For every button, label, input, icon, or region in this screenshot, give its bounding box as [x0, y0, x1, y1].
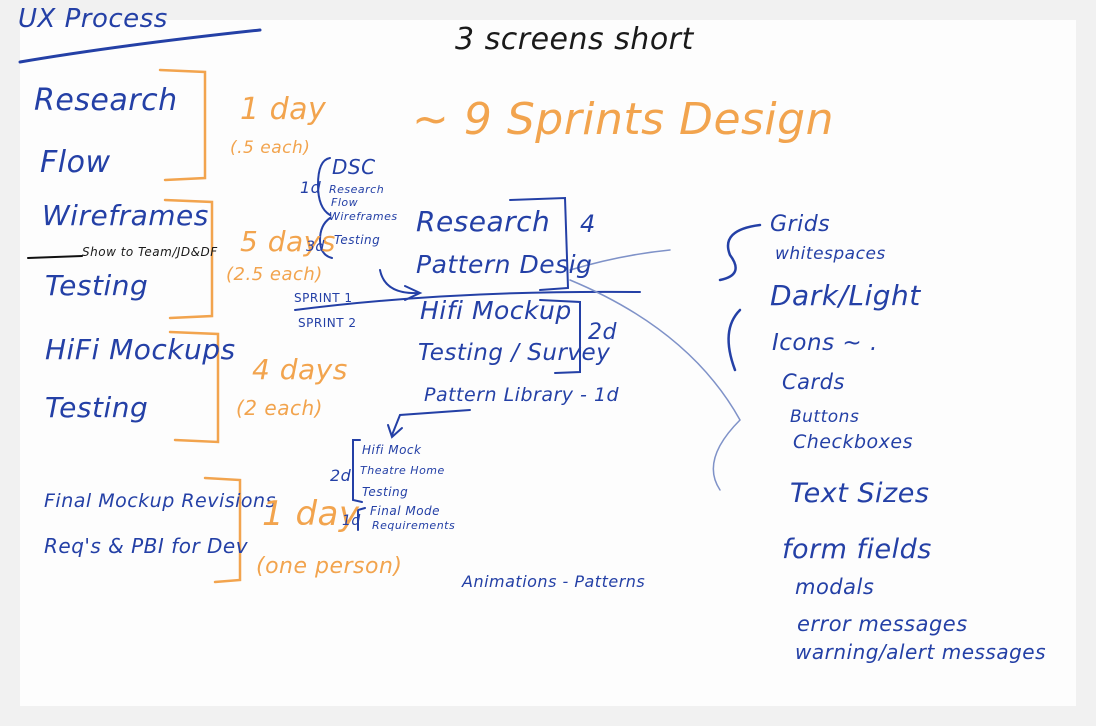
dsc-label: DSC [332, 155, 376, 179]
component-item: Cards [782, 370, 845, 394]
dsc-item: Research [329, 183, 385, 196]
phase-item: Testing [45, 269, 149, 302]
component-item: Icons ~ . [772, 330, 878, 356]
bracket-phase-2 [163, 198, 214, 320]
arrow-to-sub [387, 409, 471, 439]
sprint-item: Testing / Survey [418, 340, 611, 366]
sprint-days: 2d [588, 320, 617, 345]
phase-duration: 4 days [252, 353, 348, 386]
component-item: whitespaces [775, 244, 886, 264]
brace-components-2 [727, 308, 742, 372]
sub-item: Hifi Mock [362, 443, 422, 457]
bracket-sub-2d [352, 439, 363, 503]
bracket-hifi [539, 299, 581, 374]
component-item: Dark/Light [770, 279, 921, 312]
arrow-to-hifi [379, 269, 423, 301]
component-item: form fields [782, 534, 932, 565]
animations-note: Animations - Patterns [462, 572, 646, 591]
bracket-sub-1d [357, 507, 366, 531]
sprint-days: 4 [580, 210, 596, 238]
phase-detail: (one person) [256, 554, 403, 579]
bracket-phase-3 [168, 330, 220, 444]
whiteboard [20, 20, 1076, 706]
component-item: error messages [797, 612, 968, 636]
dsc-item: Testing [334, 233, 381, 247]
sprint-item: Pattern Desig [416, 250, 593, 279]
phase-item: HiFi Mockups [45, 333, 236, 366]
component-item: Text Sizes [790, 478, 930, 509]
bracket-dsc-1d [316, 157, 331, 216]
sub-item: Requirements [372, 519, 456, 532]
bracket-phase-1 [158, 68, 207, 182]
sub-item: Final Mode [370, 504, 441, 518]
title-underline [18, 28, 262, 64]
sprint-item: Hifi Mockup [420, 296, 572, 325]
header-note: 3 screens short [455, 22, 694, 57]
bracket-phase-4 [203, 476, 242, 584]
connector-line-2 [569, 279, 741, 491]
sprint-divider [294, 290, 641, 311]
dsc-item: Flow [331, 196, 359, 209]
sub-item: Testing [362, 485, 409, 499]
phase-item: Flow [40, 145, 111, 180]
dsc-item: Wireframes [329, 210, 398, 223]
bracket-research [509, 196, 570, 291]
component-item: Buttons [790, 407, 860, 427]
brace-components-1 [718, 223, 762, 282]
component-item: Checkboxes [793, 431, 913, 453]
phase-item: Testing [45, 391, 149, 424]
sprint-2-label: SPRINT 2 [298, 316, 357, 330]
note-dash [27, 255, 83, 259]
phase-note: Show to Team/JD&DF [82, 245, 218, 259]
phase-detail: (2.5 each) [226, 264, 323, 285]
bracket-dsc-3d [318, 217, 333, 259]
phase-item: Research [34, 83, 178, 118]
component-item: modals [795, 575, 875, 599]
dsc-duration: 3d [306, 239, 325, 255]
phase-duration: 1 day [262, 494, 360, 534]
sub-duration: 2d [330, 466, 352, 485]
sprint-item: Research [416, 205, 551, 238]
phase-duration: 5 days [240, 225, 336, 258]
phase-duration: 1 day [240, 92, 327, 127]
pattern-library: Pattern Library - 1d [424, 384, 620, 406]
sprint-1-label: SPRINT 1 [294, 291, 353, 305]
phase-item: Final Mockup Revisions [44, 490, 276, 512]
connector-line-1 [569, 249, 671, 271]
phase-detail: (.5 each) [230, 138, 311, 158]
page-title: UX Process [18, 4, 168, 34]
sub-item: Theatre Home [360, 464, 445, 477]
phase-item: Req's & PBI for Dev [44, 534, 249, 558]
sprints-note: ~ 9 Sprints Design [412, 94, 834, 145]
phase-detail: (2 each) [236, 396, 323, 420]
sub-duration: 1d [342, 513, 361, 529]
component-item: warning/alert messages [795, 640, 1047, 664]
component-item: Grids [770, 212, 831, 237]
dsc-duration: 1d [300, 178, 322, 197]
phase-item: Wireframes [42, 199, 209, 232]
